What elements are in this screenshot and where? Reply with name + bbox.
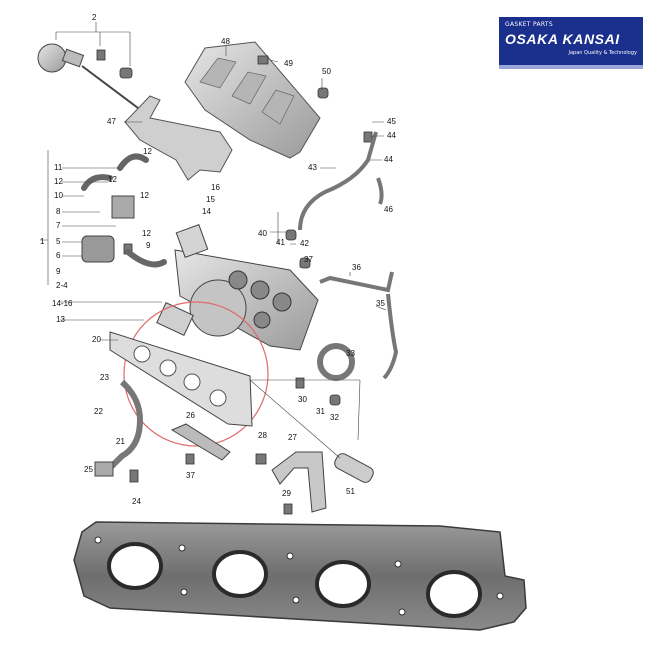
callout: 11 — [54, 163, 63, 172]
callout: 31 — [316, 407, 325, 416]
callout: 7 — [56, 221, 61, 230]
solenoid-valve — [81, 235, 115, 263]
exhaust-manifold-gasket — [73, 521, 527, 631]
callout: 43 — [308, 163, 317, 172]
callout: 16 — [211, 183, 220, 192]
callout: 12 — [142, 229, 151, 238]
logo-subtitle: Japan Quality & Technology — [568, 50, 638, 56]
turbocharger-manifold — [156, 224, 319, 351]
l-bracket — [271, 451, 327, 513]
highlight-circle — [123, 301, 269, 447]
pipe-flange — [94, 461, 114, 477]
callout: 45 — [387, 117, 396, 126]
callout-labels: 2 48 49 50 47 45 44 44 43 46 11 12 12 12… — [40, 13, 396, 506]
callout: 5 — [56, 237, 61, 246]
small-bracket — [170, 423, 231, 461]
callout: 29 — [282, 489, 291, 498]
callout: 51 — [346, 487, 355, 496]
callout: 10 — [54, 191, 63, 200]
leader-lines — [40, 22, 387, 459]
oil-return-pipe — [105, 379, 144, 473]
callout: 12 — [54, 177, 63, 186]
callout: 44 — [387, 131, 396, 140]
callout: 12 — [143, 147, 152, 156]
callout: 9 — [146, 241, 151, 250]
callout: 40 — [258, 229, 267, 238]
callout: 9 — [56, 267, 61, 276]
coolant-hoses — [81, 153, 167, 268]
logo-tagline: GASKET PARTS — [505, 21, 554, 28]
oil-lines — [298, 131, 399, 380]
callout: 14-16 — [52, 299, 73, 308]
callout: 49 — [284, 59, 293, 68]
callout: 27 — [288, 433, 297, 442]
callout: 28 — [258, 431, 267, 440]
callout: 12 — [108, 175, 117, 184]
callout: 22 — [94, 407, 103, 416]
callout: 26 — [186, 411, 195, 420]
callout: 48 — [221, 37, 230, 46]
callout: 47 — [107, 117, 116, 126]
logo-brand-name: OSAKA KANSAI — [505, 31, 620, 47]
callout: 25 — [84, 465, 93, 474]
sleeve — [334, 453, 374, 483]
callout: 42 — [300, 239, 309, 248]
callout: 1 — [40, 237, 45, 246]
callout: 21 — [116, 437, 125, 446]
callout: 33 — [346, 349, 355, 358]
callout: 20 — [92, 335, 101, 344]
callout: 32 — [330, 413, 339, 422]
callout: 36 — [352, 263, 361, 272]
callout: 14 — [202, 207, 211, 216]
bolts — [96, 49, 373, 515]
callout: 24 — [132, 497, 141, 506]
callout: 30 — [298, 395, 307, 404]
callout: 2-4 — [56, 281, 68, 290]
callout: 2 — [92, 13, 97, 22]
callout: 6 — [56, 251, 61, 260]
callout: 13 — [56, 315, 65, 324]
heat-shield — [184, 41, 321, 159]
callout: 35 — [376, 299, 385, 308]
flange-ring — [317, 343, 355, 381]
valve-block — [111, 195, 135, 219]
callout: 46 — [384, 205, 393, 214]
support-bracket — [124, 95, 233, 181]
callout: 12 — [140, 191, 149, 200]
callout: 37 — [186, 471, 195, 480]
callout: 50 — [322, 67, 331, 76]
manifold-gasket-small — [109, 331, 253, 427]
callout: 23 — [100, 373, 109, 382]
wastegate-actuator — [37, 43, 139, 109]
brand-logo: GASKET PARTS OSAKA KANSAI Japan Quality … — [499, 17, 643, 69]
callout: 15 — [206, 195, 215, 204]
callout: 8 — [56, 207, 61, 216]
callout: 41 — [276, 238, 285, 247]
callout: 44 — [384, 155, 393, 164]
callout: 37 — [304, 255, 313, 264]
logo-stripe — [499, 65, 643, 69]
